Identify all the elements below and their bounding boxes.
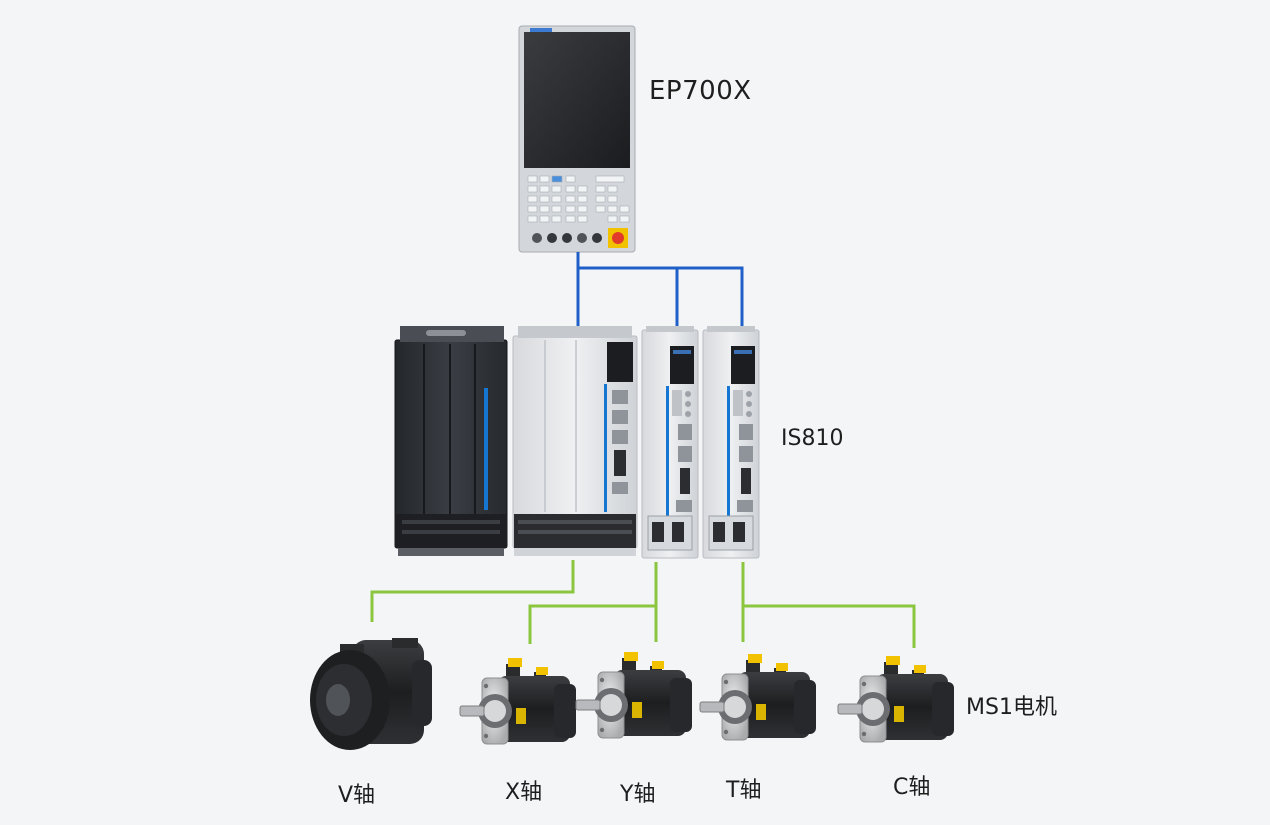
ep700x-controller [518,25,636,253]
servo-motor-t [699,653,817,741]
controller-keypad [527,175,630,223]
power-module [394,326,508,556]
drive-main-unit [512,326,638,556]
power-links [370,560,916,648]
controller-logo [530,28,552,32]
axis-x-label: X轴 [505,780,543,805]
servo-motor-x [459,657,577,745]
estop-button-icon [612,232,624,244]
axis-t-label: T轴 [726,778,762,803]
servo-motor-c [837,655,955,743]
controller-screen [524,32,630,168]
motors-label: MS1电机 [966,695,1057,720]
axis-y-label: Y轴 [620,782,656,807]
servo-drive-module-1 [641,325,699,559]
spindle-motor-v [310,638,432,750]
axis-c-label: C轴 [893,775,931,800]
axis-v-label: V轴 [338,783,376,808]
controller-label: EP700X [649,76,752,106]
servo-motor-y [575,651,693,739]
servo-drive-module-2 [702,325,760,559]
drives-label: IS810 [781,426,844,451]
controller-buttons [532,228,628,248]
